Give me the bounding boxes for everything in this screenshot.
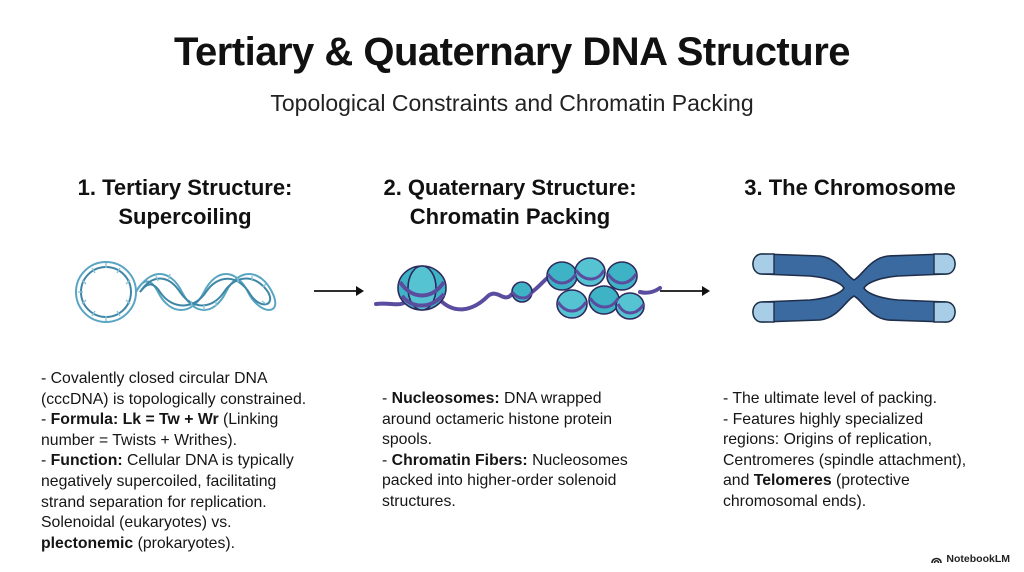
- telomere-top-right: [933, 253, 956, 275]
- text-line: - The ultimate level of packing.: [723, 390, 937, 407]
- tertiary-heading-line1: 1. Tertiary Structure:: [77, 175, 293, 200]
- chromosome-heading: 3. The Chromosome: [705, 173, 995, 202]
- supercoiled-dna-illustration: [75, 261, 277, 323]
- notebooklm-logo-icon: [931, 557, 943, 563]
- text-line: - Function: Cellular DNA is typically: [41, 452, 294, 470]
- chromosome-heading-line1: 3. The Chromosome: [744, 175, 956, 200]
- nucleosome-large: [397, 265, 447, 311]
- text-line: (cccDNA) is topologically constrained.: [41, 390, 307, 408]
- quaternary-description: - Nucleosomes: DNA wrapped around octame…: [382, 389, 682, 513]
- text-line: around octameric histone protein: [382, 410, 613, 428]
- text-line: - Chromatin Fibers: Nucleosomes: [382, 451, 628, 469]
- quaternary-heading: 2. Quaternary Structure: Chromatin Packi…: [360, 173, 660, 231]
- text-line: negatively supercoiled, facilitating: [41, 472, 277, 490]
- text-line: chromosomal ends).: [723, 492, 867, 510]
- brand-label: NotebookLM: [946, 553, 1010, 565]
- chromosome-illustration: [752, 253, 956, 323]
- text-line: and Telomeres (protective: [723, 472, 910, 490]
- tertiary-description: - Covalently closed circular DNA (cccDNA…: [41, 369, 341, 554]
- tertiary-heading-line2: Supercoiling: [118, 204, 252, 229]
- text-line: Solenoidal (eukaryotes) vs.: [41, 514, 232, 532]
- text-line: - Features highly specialized: [723, 410, 924, 428]
- telomere-bottom-right: [933, 301, 956, 323]
- chromatin-illustration: [374, 257, 662, 320]
- text-line: spools.: [382, 431, 433, 449]
- text-line: plectonemic (prokaryotes).: [41, 534, 236, 552]
- text-line: packed into higher-order solenoid: [382, 472, 617, 490]
- quaternary-heading-line2: Chromatin Packing: [409, 204, 611, 229]
- page-title: Tertiary & Quaternary DNA Structure: [173, 30, 851, 74]
- chromosome-description: - The ultimate level of packing. - Featu…: [723, 389, 1008, 513]
- text-line: Centromeres (spindle attachment),: [723, 451, 967, 469]
- text-line: number = Twists + Writhes).: [41, 431, 238, 449]
- text-line: - Covalently closed circular DNA: [41, 370, 268, 387]
- arrow-right-icon: [660, 286, 710, 296]
- text-line: - Nucleosomes: DNA wrapped: [382, 390, 602, 407]
- telomere-top-left: [752, 253, 775, 275]
- telomere-bottom-left: [752, 301, 775, 323]
- quaternary-heading-line1: 2. Quaternary Structure:: [383, 175, 637, 200]
- text-line: structures.: [382, 492, 456, 510]
- arrow-right-icon: [314, 286, 364, 296]
- text-line: regions: Origins of replication,: [723, 431, 932, 449]
- text-line: strand separation for replication.: [41, 493, 267, 511]
- solenoid-fiber: [546, 257, 646, 320]
- page-subtitle: Topological Constraints and Chromatin Pa…: [270, 90, 754, 116]
- text-line: - Formula: Lk = Tw + Wr (Linking: [41, 411, 279, 429]
- nucleosome-small: [510, 281, 534, 303]
- tertiary-heading: 1. Tertiary Structure: Supercoiling: [40, 173, 330, 231]
- notebooklm-watermark: NotebookLM: [931, 553, 1010, 565]
